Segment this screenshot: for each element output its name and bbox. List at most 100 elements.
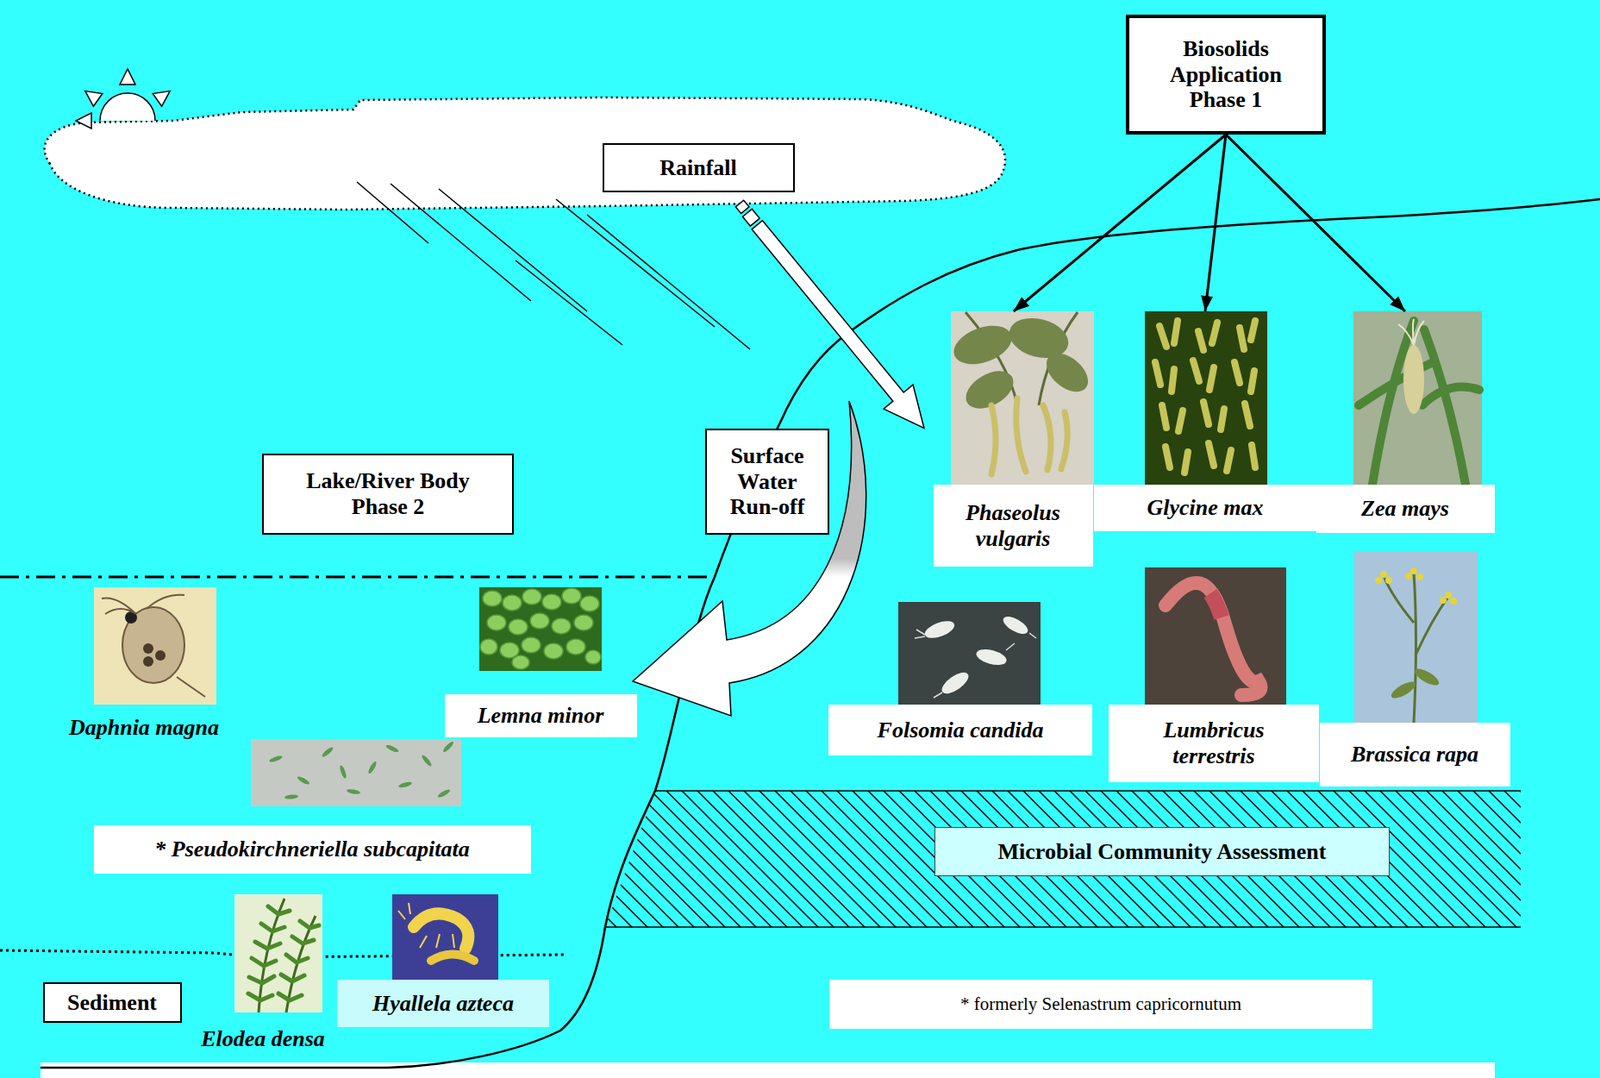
bottom-strip xyxy=(40,1062,1495,1078)
lemna-photo xyxy=(580,595,600,612)
rain-lines xyxy=(356,181,429,244)
species-box: Hyallela azteca xyxy=(337,893,550,1027)
corn-photo xyxy=(1398,318,1425,345)
sun xyxy=(100,93,156,121)
connector-group xyxy=(1013,134,1406,312)
rain-arrow xyxy=(742,212,939,441)
connector-arrow xyxy=(1225,134,1406,312)
rain-lines xyxy=(438,188,588,312)
lemna-photo xyxy=(479,587,602,671)
species-box: Phaseolus vulgaris xyxy=(933,311,1095,567)
bean-photo xyxy=(948,318,1017,372)
corn-photo xyxy=(1353,311,1482,485)
lemna-photo xyxy=(480,587,601,669)
box-text: * Pseudokirchneriella subcapitata xyxy=(154,836,469,863)
box-text: Biosolids Application Phase 1 xyxy=(1141,36,1311,114)
water-surface-line xyxy=(0,575,715,579)
algae-photo xyxy=(296,775,311,786)
species-label: Daphnia magna xyxy=(68,714,219,741)
brassica-photo xyxy=(1385,576,1393,584)
lemna-photo xyxy=(502,594,522,611)
lemna-photo xyxy=(482,590,502,607)
box-text: Folsomia candida xyxy=(877,717,1044,744)
hyalella-photo xyxy=(398,902,455,948)
connector-arrow xyxy=(1205,134,1226,312)
lemna-photo xyxy=(500,642,519,658)
algae-photo xyxy=(437,787,451,799)
brassica-photo xyxy=(1410,567,1418,575)
cloud xyxy=(44,97,1006,210)
runoff-arrow xyxy=(632,400,867,716)
brassica-photo xyxy=(1439,596,1447,604)
shoreline xyxy=(40,199,1600,1068)
brassica-photo xyxy=(1354,550,1478,723)
rain-arrow xyxy=(725,191,939,440)
hyalella-photo xyxy=(392,893,499,980)
box-text: Lemna minor xyxy=(477,702,605,729)
daphnia-photo xyxy=(101,594,185,614)
soybean-photo xyxy=(1144,311,1268,485)
algae-photo xyxy=(268,754,284,763)
springtail-photo xyxy=(922,612,1031,698)
box-text: Surface Water Run-off xyxy=(715,443,819,521)
brassica-photo xyxy=(1405,572,1413,580)
sun xyxy=(75,68,170,129)
label-box: Hyallela azteca xyxy=(337,979,550,1027)
bean-photo xyxy=(1039,345,1096,400)
elodea-photo xyxy=(234,893,323,1013)
elodea-photo xyxy=(234,893,323,1013)
soil-hatch xyxy=(605,790,1521,927)
lemna-photo xyxy=(562,587,582,604)
algae-photo xyxy=(420,753,433,767)
connector-arrow xyxy=(1013,134,1226,312)
earthworm-photo xyxy=(1210,593,1222,618)
bean-photo xyxy=(948,311,1095,485)
soybean-photo xyxy=(1144,311,1268,485)
daphnia-photo xyxy=(155,650,166,661)
corn-photo xyxy=(1403,344,1425,414)
brassica-photo xyxy=(1416,573,1424,581)
label-box: * Pseudokirchneriella subcapitata xyxy=(93,825,532,874)
box-text: Lake/River Body Phase 2 xyxy=(298,468,478,520)
lemna-photo xyxy=(574,614,594,631)
brassica-photo xyxy=(1383,572,1449,723)
sun xyxy=(85,91,103,107)
phase-box: Lake/River Body Phase 2 xyxy=(262,453,514,535)
label-box: Brassica rapa xyxy=(1319,722,1511,787)
springtail-photo xyxy=(898,601,1041,705)
brassica-photo xyxy=(1380,570,1388,578)
sun xyxy=(75,112,92,129)
species-box: Brassica rapa xyxy=(1319,550,1511,787)
rain-arrow xyxy=(735,200,750,213)
algae-photo xyxy=(250,738,462,807)
lemna-photo xyxy=(585,650,601,664)
earthworm-photo xyxy=(1144,567,1287,705)
species-label: Elodea densa xyxy=(200,1025,325,1052)
lemna-photo xyxy=(566,638,586,655)
daphnia-photo xyxy=(143,656,154,667)
lemna-photo xyxy=(508,618,528,635)
lemna-photo xyxy=(512,655,530,669)
corn-photo xyxy=(1358,320,1480,485)
springtail-photo xyxy=(975,646,1009,669)
box-text: * formerly Selenastrum capricornutum xyxy=(960,993,1242,1014)
springtail-photo xyxy=(938,668,973,698)
process-box: Surface Water Run-off xyxy=(705,428,830,535)
hyalella-photo xyxy=(431,954,475,962)
soybean-photo xyxy=(1155,320,1256,473)
lemna-photo xyxy=(551,618,571,634)
rain-lines xyxy=(587,214,750,350)
algae-photo xyxy=(442,740,456,754)
rain-lines xyxy=(556,199,715,327)
bean-photo xyxy=(991,398,1068,475)
box-text: Brassica rapa xyxy=(1350,741,1479,768)
lemna-photo xyxy=(530,612,550,629)
species-box: Zea mays xyxy=(1316,311,1495,533)
algae-photo xyxy=(268,740,456,800)
species-box: Folsomia candida xyxy=(828,601,1093,756)
box-text: Rainfall xyxy=(659,155,738,182)
algae-photo xyxy=(385,743,400,753)
daphnia-photo xyxy=(122,606,185,683)
